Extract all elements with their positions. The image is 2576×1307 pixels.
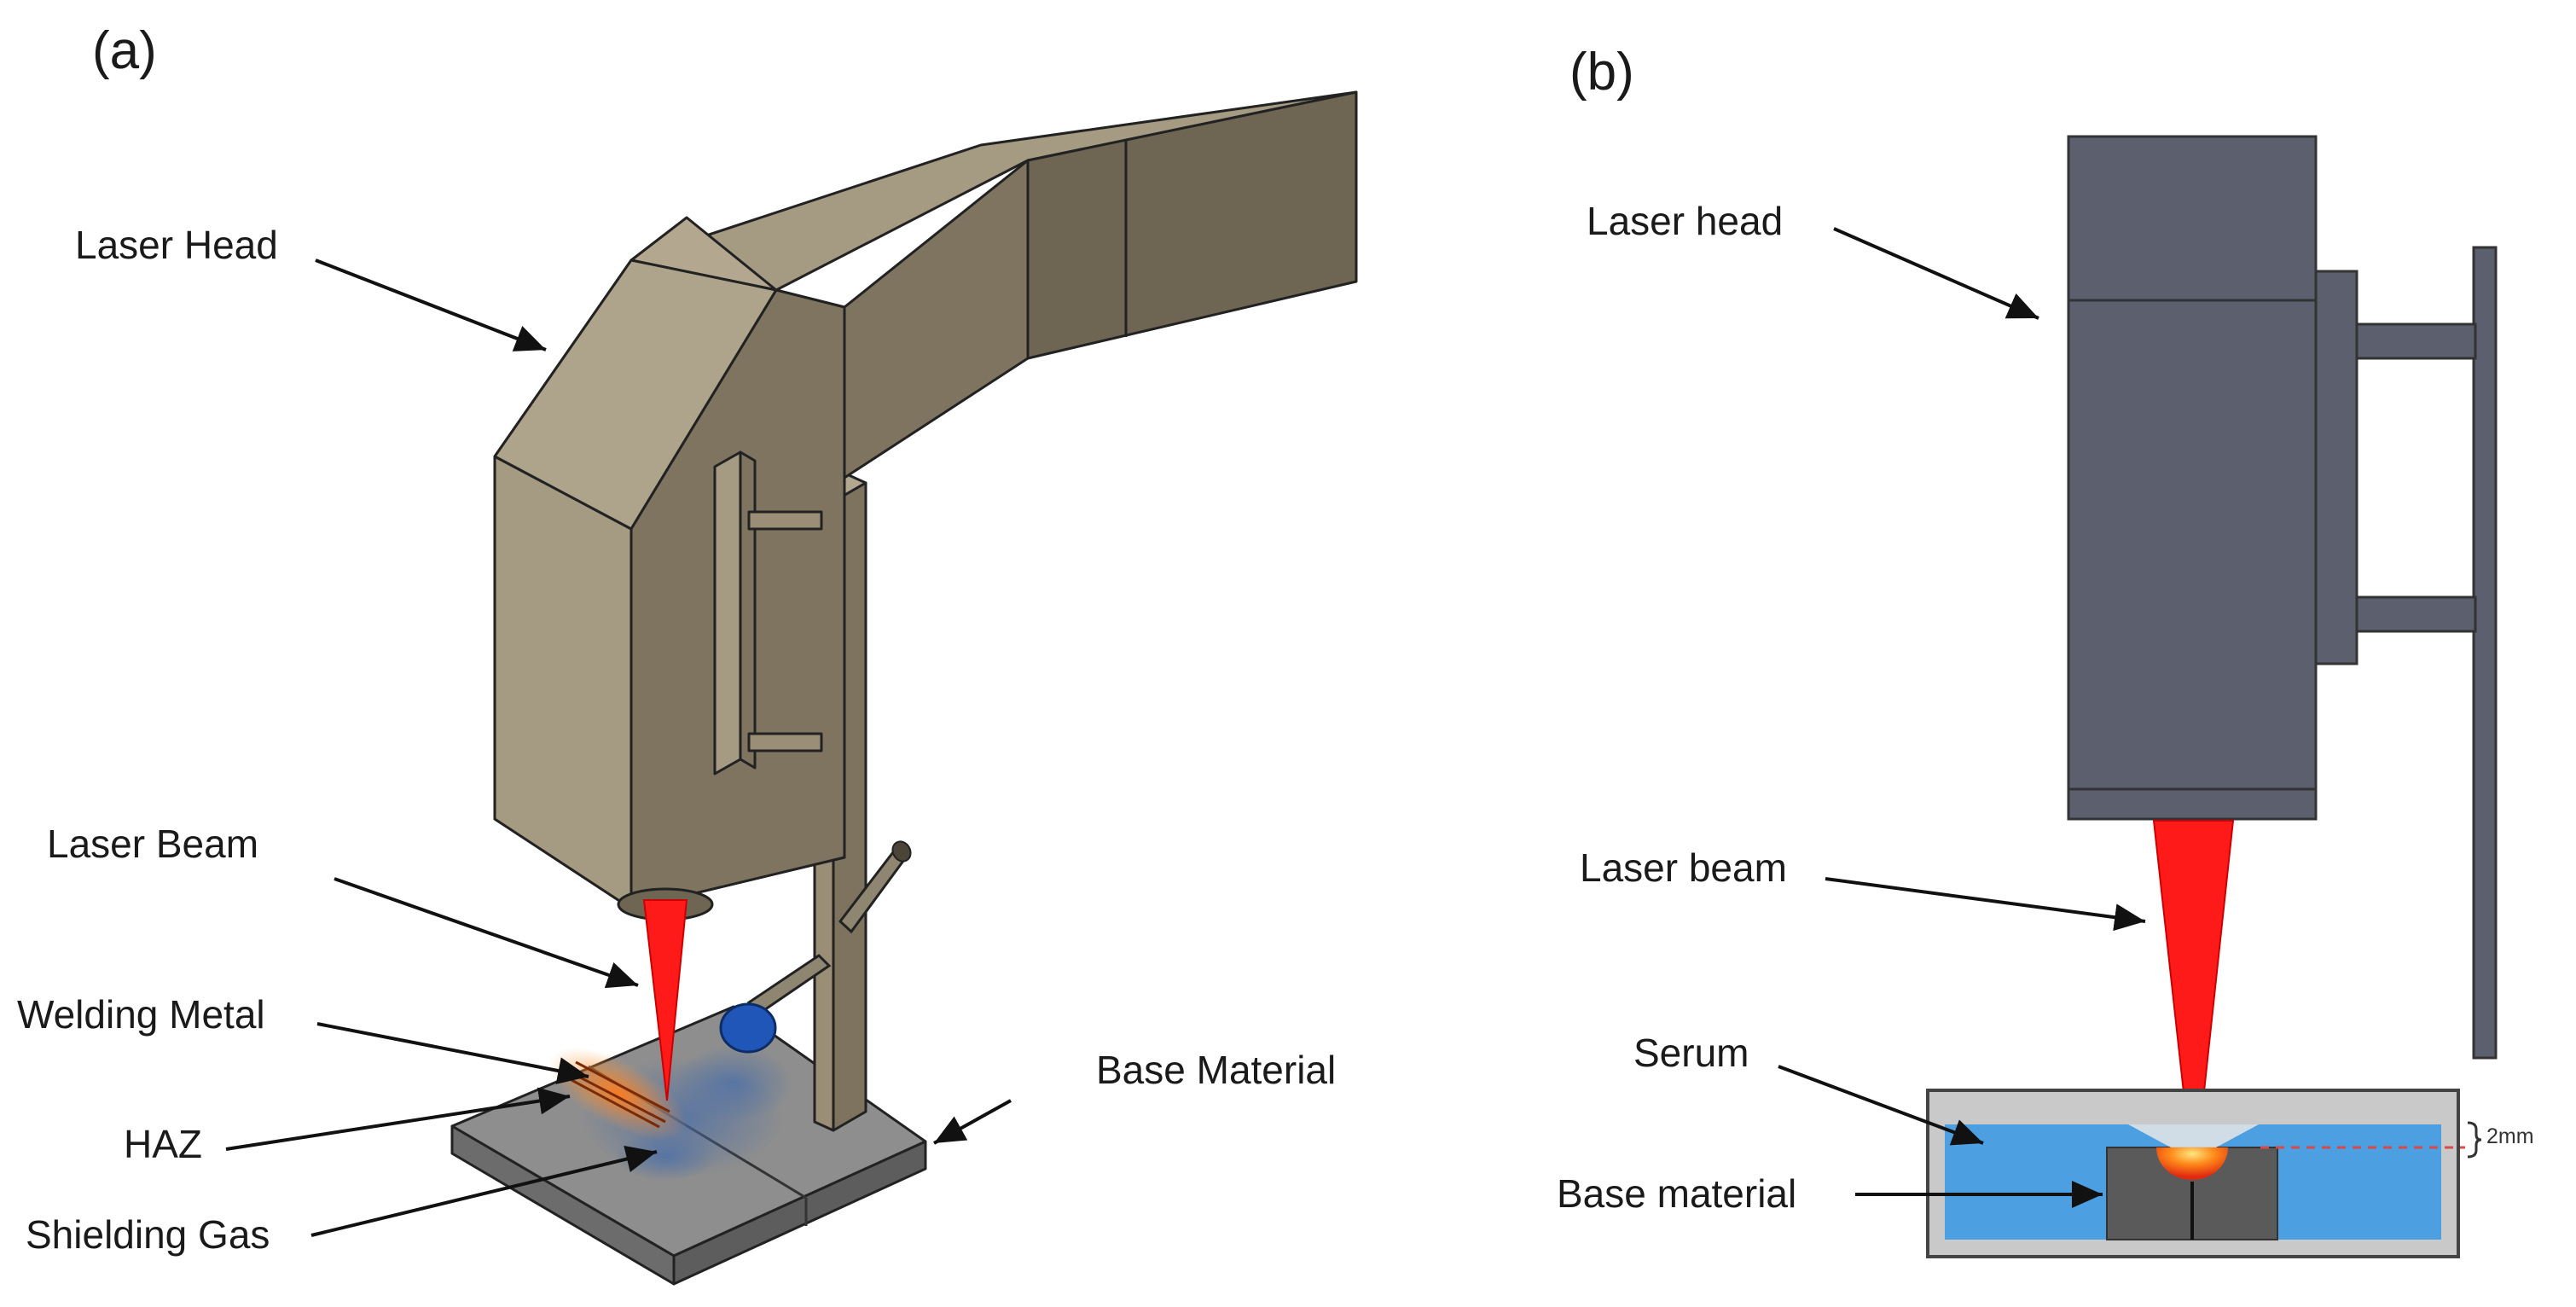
panel-a: (a) bbox=[17, 21, 1358, 1286]
laser-head-b bbox=[2067, 135, 2318, 821]
callouts-b bbox=[1778, 227, 2146, 1208]
callout-laser-head-b: Laser head bbox=[1587, 199, 1783, 243]
callout-base-material-b: Base material bbox=[1557, 1171, 1796, 1216]
mounting-arms bbox=[2314, 270, 2477, 665]
panel-b: (b) bbox=[1557, 43, 2534, 1258]
callout-laser-beam-b: Laser beam bbox=[1580, 845, 1787, 890]
panel-a-label: (a) bbox=[92, 21, 157, 80]
callouts-a bbox=[225, 258, 1012, 1237]
callout-welding-metal: Welding Metal bbox=[17, 992, 265, 1037]
laser-head-a bbox=[493, 90, 1358, 921]
laser-beam-a bbox=[642, 899, 688, 1101]
callout-laser-head-a: Laser Head bbox=[75, 223, 278, 267]
callout-base-material-a: Base Material bbox=[1096, 1048, 1336, 1092]
callout-serum: Serum bbox=[1633, 1031, 1749, 1075]
callout-haz: HAZ bbox=[124, 1122, 202, 1166]
callout-shielding-gas: Shielding Gas bbox=[26, 1212, 270, 1257]
head-bracket bbox=[713, 450, 823, 775]
depth-label: 2mm bbox=[2486, 1124, 2534, 1148]
panel-b-label: (b) bbox=[1569, 43, 1634, 102]
serum-container: 2mm bbox=[1926, 1089, 2534, 1258]
mounting-rail bbox=[2472, 246, 2498, 1060]
callout-laser-beam-a: Laser Beam bbox=[47, 822, 258, 866]
gas-nozzle bbox=[719, 840, 912, 1054]
